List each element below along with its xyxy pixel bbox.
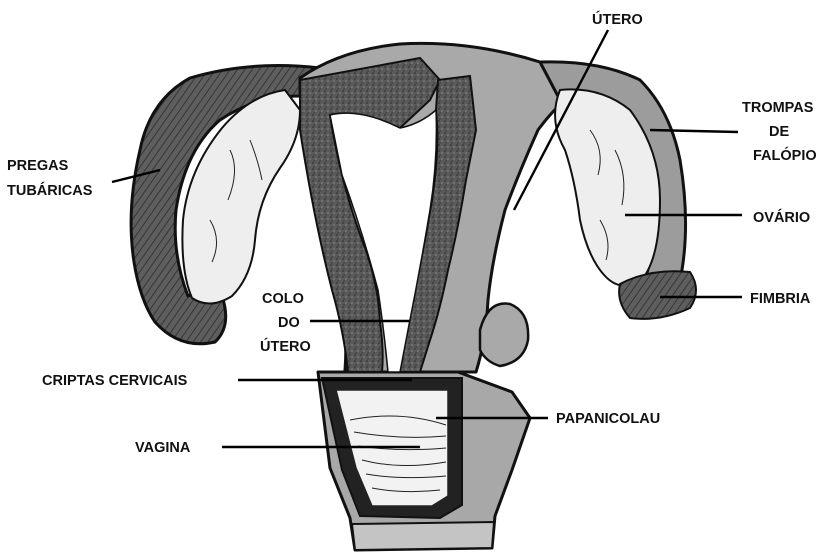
label-vagina: VAGINA <box>135 440 191 456</box>
label-colo-2: DO <box>278 315 300 331</box>
label-pregas-1: PREGAS <box>7 158 69 174</box>
label-criptas: CRIPTAS CERVICAIS <box>42 373 188 389</box>
label-utero: ÚTERO <box>592 10 643 28</box>
label-papanicolau: PAPANICOLAU <box>556 411 660 427</box>
label-pregas-2: TUBÁRICAS <box>7 182 93 199</box>
label-trompas-2: DE <box>769 124 789 140</box>
right-cervix-bulb <box>480 304 528 366</box>
label-colo-1: COLO <box>262 291 304 307</box>
label-colo-3: ÚTERO <box>260 337 311 355</box>
vagina-base <box>352 522 494 550</box>
label-trompas-3: FALÓPIO <box>753 146 817 164</box>
label-fimbria: FIMBRIA <box>750 291 811 307</box>
label-ovario: OVÁRIO <box>753 209 810 226</box>
right-fimbria <box>619 271 696 319</box>
label-trompas-1: TROMPAS <box>742 100 814 116</box>
